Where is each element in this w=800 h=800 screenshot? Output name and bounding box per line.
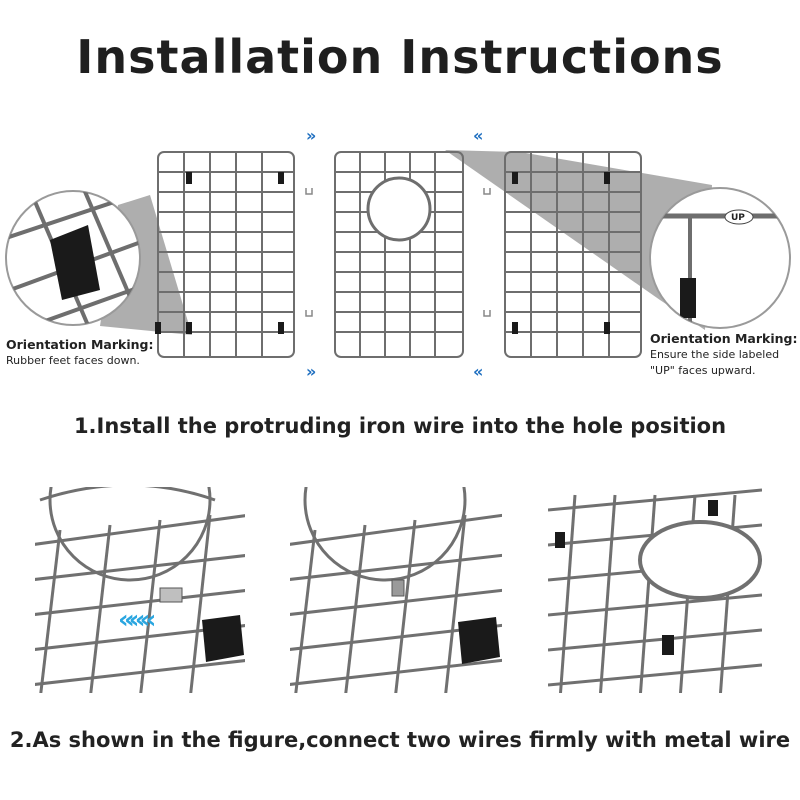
orientation-note-left: Orientation Marking: Rubber feet faces d…: [6, 337, 153, 369]
zoom-cone-right: [445, 150, 712, 330]
orientation-text-left: Rubber feet faces down.: [6, 354, 140, 367]
step-1-instruction: 1.Install the protruding iron wire into …: [73, 414, 727, 438]
step-2-instruction: 2.As shown in the figure,connect two wir…: [9, 728, 791, 752]
double-chevron-right-icon: »: [306, 126, 317, 145]
zoom-detail-right: UP: [650, 209, 790, 328]
up-label: UP: [731, 213, 745, 223]
orientation-text-right-2: "UP" faces upward.: [650, 364, 756, 377]
page-title: Installation Instructions: [76, 30, 724, 84]
drain-hole: [366, 176, 432, 242]
drain-hole-panel-3: [638, 520, 762, 600]
double-chevron-left-icon: «««: [118, 605, 155, 635]
foot-panel-2: [458, 617, 500, 664]
rubber-foot-zoom-left: [50, 225, 100, 300]
orientation-text-right-1: Ensure the side labeled: [650, 348, 780, 361]
orientation-heading-left: Orientation Marking:: [6, 337, 154, 352]
double-chevron-left-icon: «: [473, 362, 484, 381]
double-chevron-left-icon: «: [473, 126, 484, 145]
grid-left: [157, 151, 295, 358]
orientation-note-right: Orientation Marking: Ensure the side lab…: [650, 331, 797, 379]
detail-panel-1: [35, 487, 245, 693]
rubber-feet-left: [155, 172, 284, 334]
double-chevron-right-icon: »: [306, 362, 317, 381]
orientation-heading-right: Orientation Marking:: [650, 331, 798, 346]
foot-panel-1: [202, 615, 244, 662]
rubber-feet-right: [512, 172, 610, 334]
